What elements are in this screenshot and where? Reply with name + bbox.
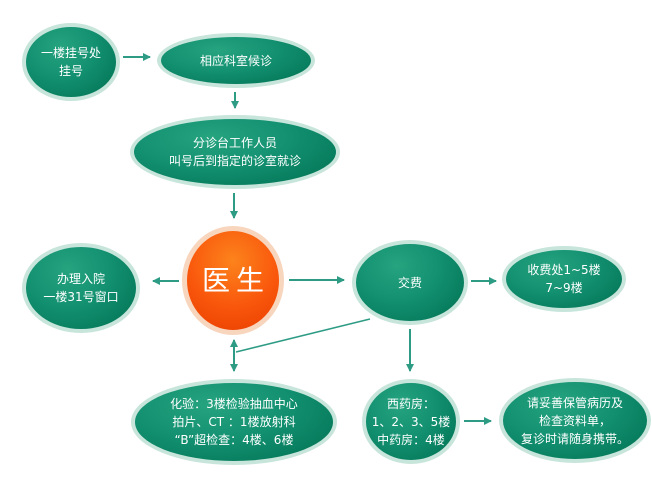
node-doctor-label: 医生 — [201, 263, 270, 297]
node-register: 一楼挂号处 挂号 — [22, 23, 120, 101]
node-lab-line3: “B”超检查：4楼、6楼 — [174, 433, 294, 447]
node-register-line2: 挂号 — [58, 64, 83, 78]
node-waiting-line1: 相应科室候诊 — [199, 53, 272, 68]
node-admission: 办理入院 一楼31号窗口 — [22, 243, 140, 333]
node-cashier-line1: 收费处1~5楼 — [527, 263, 601, 277]
node-records-line2: 检查资料单， — [538, 413, 611, 428]
node-admission-line2: 一楼31号窗口 — [43, 290, 119, 304]
node-lab-line2: 拍片、CT ：1楼放射科 — [172, 415, 296, 429]
node-lab: 化验：3楼检验抽血中心 拍片、CT ：1楼放射科 “B”超检查：4楼、6楼 — [131, 379, 337, 465]
node-pharmacy-line1: 西药房： — [386, 396, 435, 411]
node-triage-line2: 叫号后到指定的诊室就诊 — [168, 154, 301, 168]
node-triage: 分诊台工作人员 叫号后到指定的诊室就诊 — [130, 115, 340, 189]
node-doctor: 医生 — [182, 226, 284, 335]
node-register-line1: 一楼挂号处 — [40, 46, 101, 60]
node-records: 请妥善保管病历及 检查资料单， 复诊时请随身携带。 — [499, 378, 651, 463]
node-admission-line1: 办理入院 — [56, 272, 105, 286]
node-pharmacy-line2: 1、2、3、5楼 — [371, 414, 451, 429]
node-triage-line1: 分诊台工作人员 — [192, 136, 277, 150]
node-pharmacy: 西药房： 1、2、3、5楼 中药房：4楼 — [362, 379, 460, 464]
node-waiting: 相应科室候诊 — [157, 33, 315, 88]
node-payment-line1: 交费 — [397, 275, 422, 290]
node-payment: 交费 — [352, 240, 468, 325]
node-pharmacy-line3: 中药房：4楼 — [377, 432, 445, 447]
node-cashier-line2: 7~9楼 — [545, 281, 583, 295]
node-lab-line1: 化验：3楼检验抽血中心 — [170, 397, 298, 411]
node-records-line1: 请妥善保管病历及 — [526, 395, 623, 410]
node-records-line3: 复诊时请随身携带。 — [520, 431, 629, 446]
node-cashier: 收费处1~5楼 7~9楼 — [502, 246, 626, 312]
